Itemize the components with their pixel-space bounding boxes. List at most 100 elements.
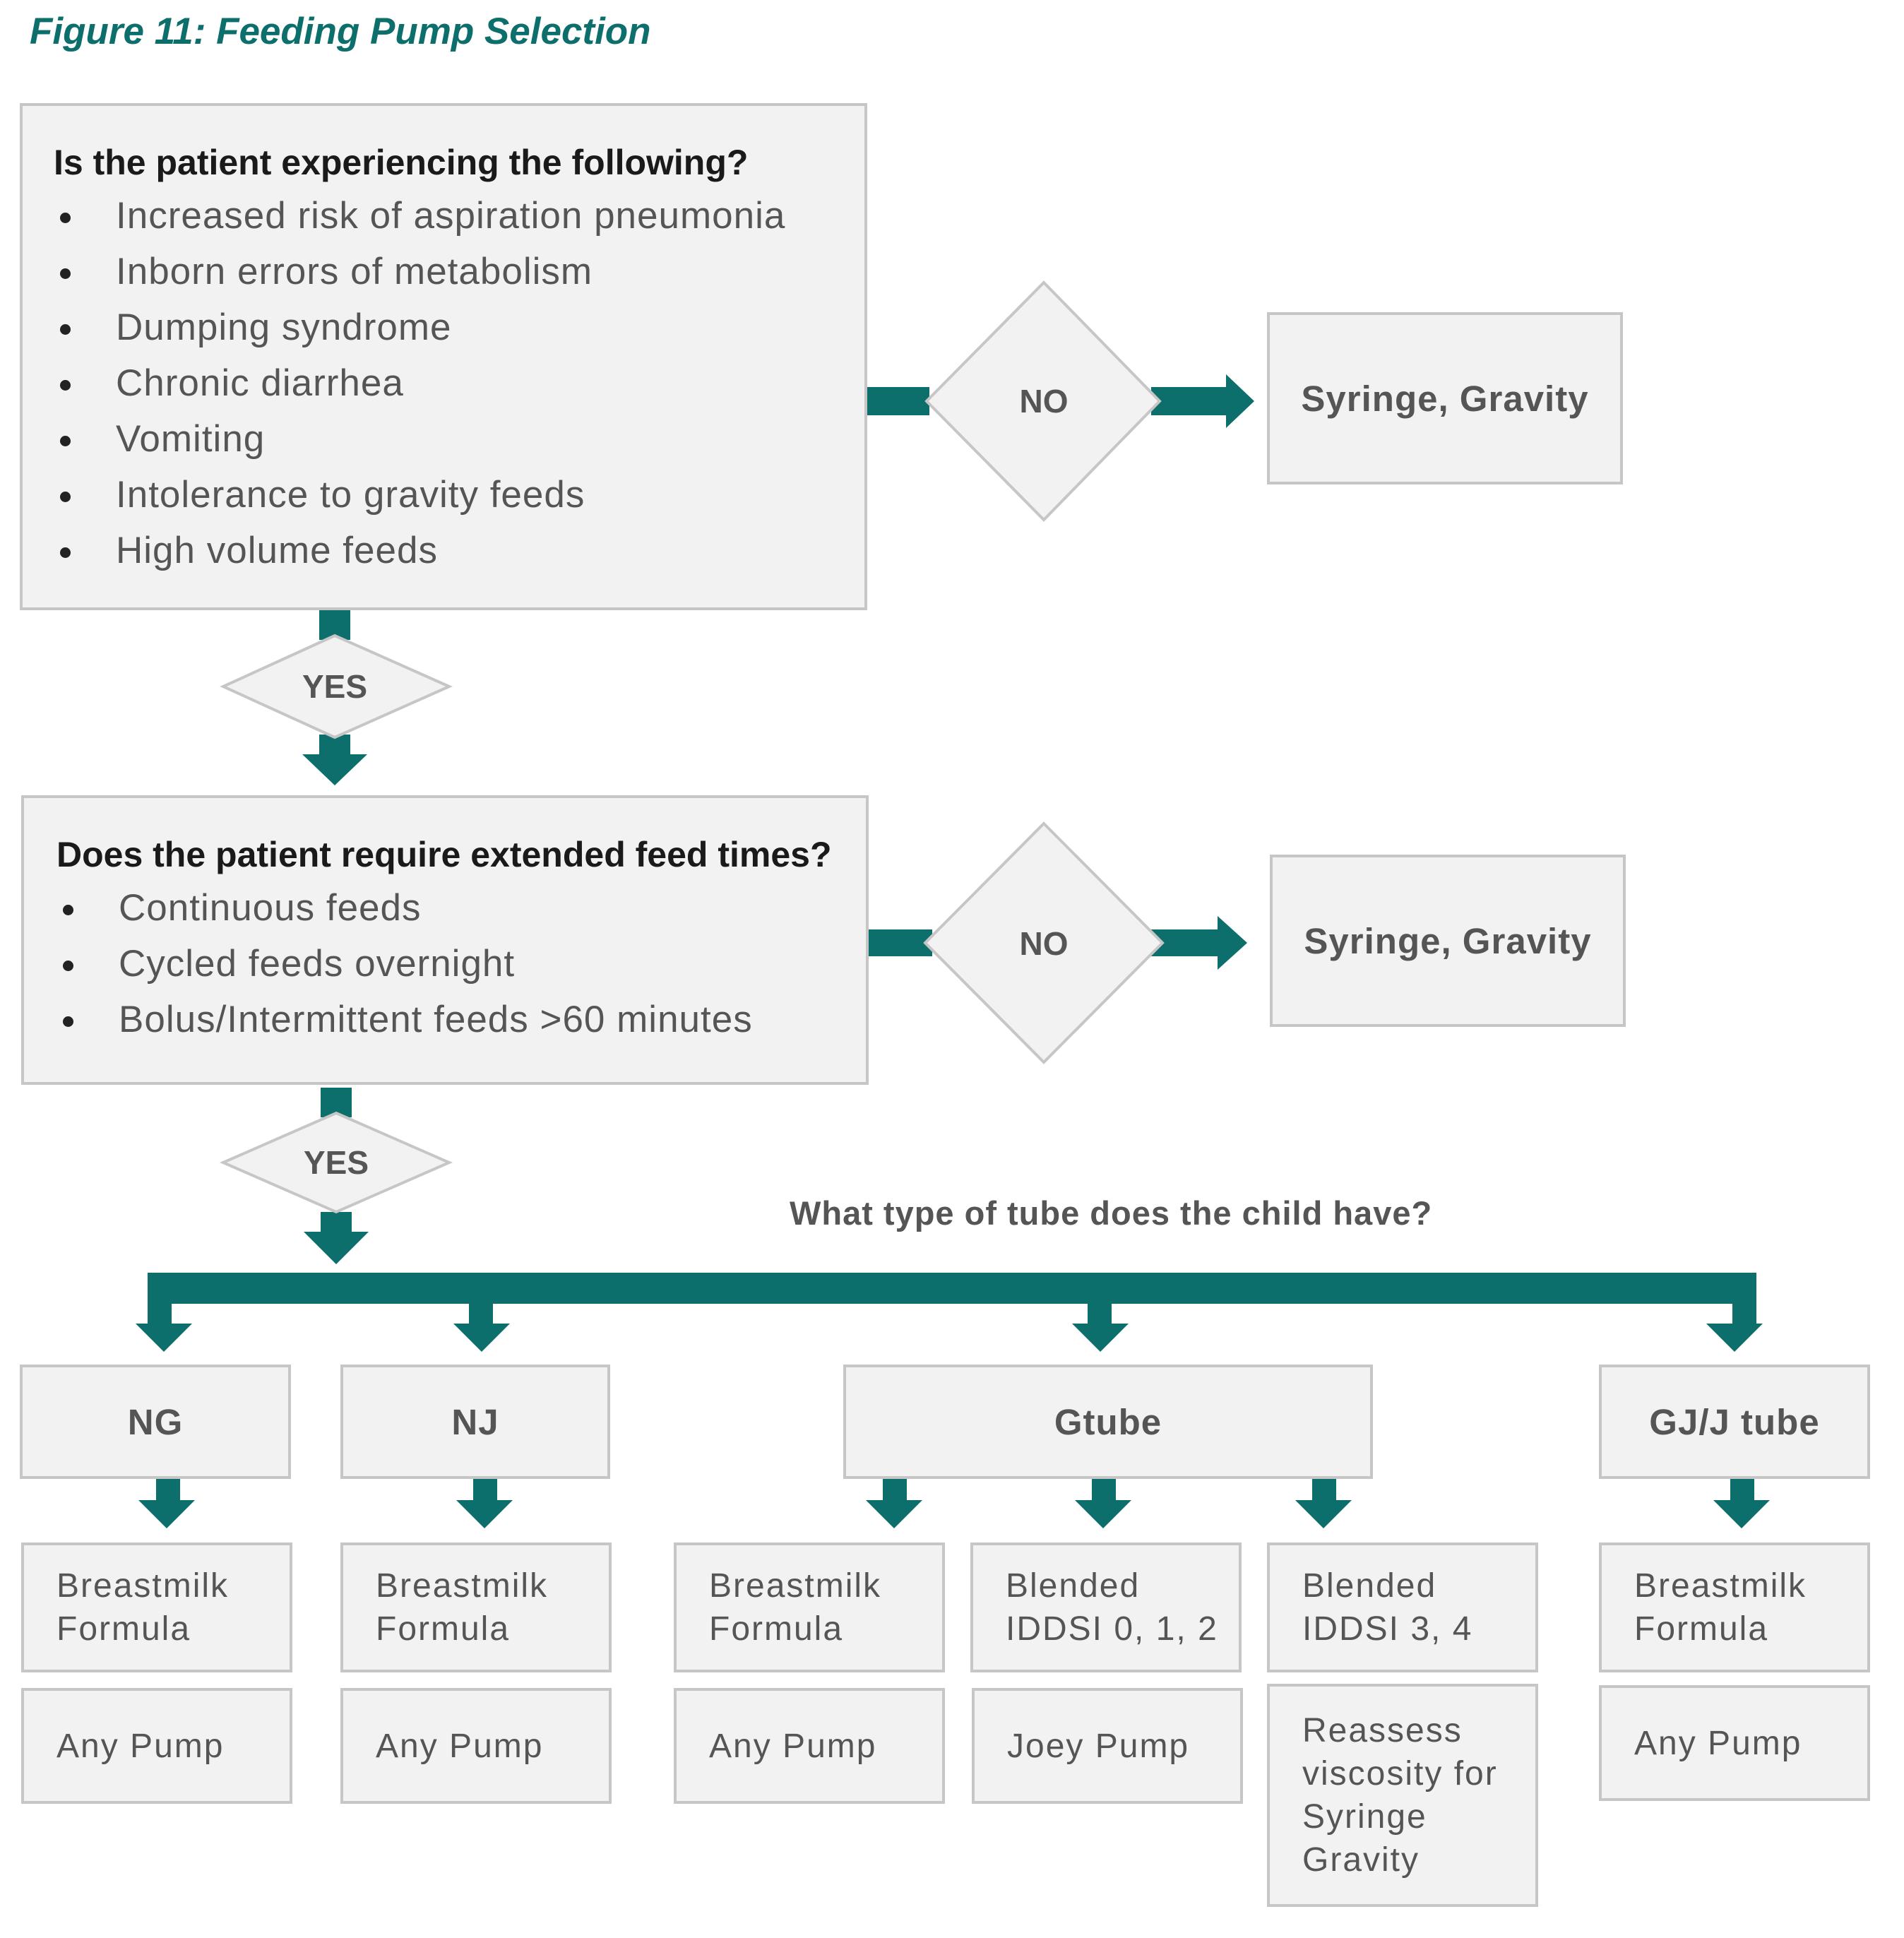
pump-line: Syringe bbox=[1302, 1798, 1427, 1836]
gj-feed-arrow-line bbox=[1730, 1478, 1754, 1500]
pump-box-gtube-1: Any Pump bbox=[674, 1688, 945, 1804]
tube-box-gj: GJ/J tube bbox=[1599, 1365, 1870, 1479]
gj-drop-arrowhead bbox=[1706, 1324, 1763, 1352]
figure-title: Figure 11: Feeding Pump Selection bbox=[30, 11, 651, 52]
question1-heading: Is the patient experiencing the followin… bbox=[54, 143, 749, 182]
gtube-feed2-arrow-line bbox=[1092, 1478, 1116, 1500]
pump-box-ng: Any Pump bbox=[21, 1688, 292, 1804]
pump-box-gj: Any Pump bbox=[1599, 1685, 1870, 1801]
pump-line: Gravity bbox=[1302, 1841, 1420, 1879]
feed-line: Breastmilk bbox=[1634, 1567, 1807, 1605]
gtube-feed2-arrowhead bbox=[1075, 1500, 1131, 1528]
gtube-feed1-arrowhead bbox=[866, 1500, 922, 1528]
q2-yes-arrowhead bbox=[304, 1232, 369, 1264]
ng-feed-arrow-line bbox=[156, 1478, 180, 1500]
q2-no-line-left bbox=[869, 929, 932, 956]
list-item: Increased risk of aspiration pneumonia bbox=[54, 188, 864, 244]
q1-yes-label: YES bbox=[302, 668, 368, 705]
pump-box-gtube-2: Joey Pump bbox=[972, 1688, 1243, 1804]
nj-drop-line bbox=[469, 1304, 493, 1325]
feed-box-ng: Breastmilk Formula bbox=[21, 1542, 292, 1672]
pump-box-nj: Any Pump bbox=[340, 1688, 612, 1804]
list-item: Bolus/Intermittent feeds >60 minutes bbox=[56, 992, 866, 1047]
nj-feed-arrow-line bbox=[473, 1478, 497, 1500]
list-item: Dumping syndrome bbox=[54, 299, 864, 355]
question1-list: Increased risk of aspiration pneumonia I… bbox=[54, 188, 864, 578]
tube-label-gj: GJ/J tube bbox=[1649, 1401, 1820, 1442]
feed-box-gj: Breastmilk Formula bbox=[1599, 1542, 1870, 1672]
q1-yes-arrowhead bbox=[302, 754, 367, 785]
ng-drop-arrowhead bbox=[136, 1324, 192, 1352]
question2-list: Continuous feeds Cycled feeds overnight … bbox=[56, 880, 866, 1047]
feed-line: Blended bbox=[1006, 1567, 1141, 1605]
ng-drop-line bbox=[148, 1304, 172, 1325]
feed-line: Formula bbox=[56, 1610, 191, 1648]
feed-line: Blended bbox=[1302, 1567, 1437, 1605]
feed-line: Formula bbox=[376, 1610, 511, 1648]
tube-question: What type of tube does the child have? bbox=[790, 1194, 1433, 1232]
pump-line: viscosity for bbox=[1302, 1755, 1498, 1793]
q2-yes-label: YES bbox=[303, 1144, 369, 1181]
q1-no-label: NO bbox=[1019, 383, 1069, 420]
q2-no-outcome-box: Syringe, Gravity bbox=[1270, 855, 1626, 1027]
gtube-feed3-arrow-line bbox=[1312, 1478, 1336, 1500]
feed-box-nj: Breastmilk Formula bbox=[340, 1542, 612, 1672]
ng-feed-arrowhead bbox=[138, 1500, 195, 1528]
q2-no-diamond bbox=[923, 821, 1165, 1064]
gtube-drop-arrowhead bbox=[1072, 1324, 1129, 1352]
list-item: Chronic diarrhea bbox=[54, 355, 864, 411]
q2-no-outcome-text: Syringe, Gravity bbox=[1304, 920, 1592, 961]
tube-box-gtube: Gtube bbox=[843, 1365, 1373, 1479]
nj-feed-arrowhead bbox=[456, 1500, 513, 1528]
pump-box-gtube-3: Reassess viscosity for Syringe Gravity bbox=[1267, 1684, 1538, 1907]
pump-line: Any Pump bbox=[709, 1727, 877, 1765]
list-item: High volume feeds bbox=[54, 523, 864, 578]
gj-feed-arrowhead bbox=[1713, 1500, 1770, 1528]
q1-yes-diamond bbox=[220, 634, 453, 739]
q1-no-outcome-box: Syringe, Gravity bbox=[1267, 312, 1623, 484]
tube-box-nj: NJ bbox=[340, 1365, 610, 1479]
question2-box: Does the patient require extended feed t… bbox=[21, 795, 869, 1085]
tube-distribution-bar bbox=[148, 1273, 1756, 1304]
q2-yes-diamond bbox=[220, 1111, 453, 1214]
question1-box: Is the patient experiencing the followin… bbox=[20, 103, 867, 610]
q1-no-outcome-text: Syringe, Gravity bbox=[1301, 378, 1589, 419]
pump-line: Any Pump bbox=[1634, 1724, 1802, 1762]
pump-line: Reassess bbox=[1302, 1712, 1463, 1749]
q1-no-line-left bbox=[866, 387, 929, 415]
gtube-feed3-arrowhead bbox=[1295, 1500, 1352, 1528]
pump-line: Any Pump bbox=[56, 1727, 225, 1765]
pump-line: Any Pump bbox=[376, 1727, 544, 1765]
gtube-feed1-arrow-line bbox=[883, 1478, 907, 1500]
q2-yes-line-bottom bbox=[321, 1212, 352, 1232]
q1-no-line-right bbox=[1151, 387, 1229, 415]
list-item: Vomiting bbox=[54, 411, 864, 467]
list-item: Intolerance to gravity feeds bbox=[54, 467, 864, 523]
feed-line: Formula bbox=[1634, 1610, 1769, 1648]
feed-line: IDDSI 0, 1, 2 bbox=[1006, 1610, 1218, 1648]
feed-line: Formula bbox=[709, 1610, 844, 1648]
feed-box-gtube-3: Blended IDDSI 3, 4 bbox=[1267, 1542, 1538, 1672]
q2-no-label: NO bbox=[1019, 925, 1069, 962]
feed-line: Breastmilk bbox=[709, 1567, 882, 1605]
feed-box-gtube-1: Breastmilk Formula bbox=[674, 1542, 945, 1672]
tube-box-ng: NG bbox=[20, 1365, 291, 1479]
gtube-drop-line bbox=[1088, 1304, 1112, 1325]
question2-heading: Does the patient require extended feed t… bbox=[56, 835, 832, 874]
pump-line: Joey Pump bbox=[1007, 1727, 1190, 1765]
list-item: Inborn errors of metabolism bbox=[54, 244, 864, 299]
tube-label-ng: NG bbox=[127, 1401, 184, 1442]
q1-no-diamond bbox=[924, 280, 1162, 522]
list-item: Cycled feeds overnight bbox=[56, 936, 866, 992]
tube-label-gtube: Gtube bbox=[1054, 1401, 1162, 1442]
feed-line: IDDSI 3, 4 bbox=[1302, 1610, 1473, 1648]
tube-label-nj: NJ bbox=[451, 1401, 499, 1442]
list-item: Continuous feeds bbox=[56, 880, 866, 936]
feed-line: Breastmilk bbox=[376, 1567, 549, 1605]
gj-drop-line bbox=[1732, 1304, 1756, 1325]
feed-box-gtube-2: Blended IDDSI 0, 1, 2 bbox=[970, 1542, 1242, 1672]
nj-drop-arrowhead bbox=[453, 1324, 510, 1352]
feed-line: Breastmilk bbox=[56, 1567, 230, 1605]
q1-no-arrowhead bbox=[1226, 374, 1254, 428]
